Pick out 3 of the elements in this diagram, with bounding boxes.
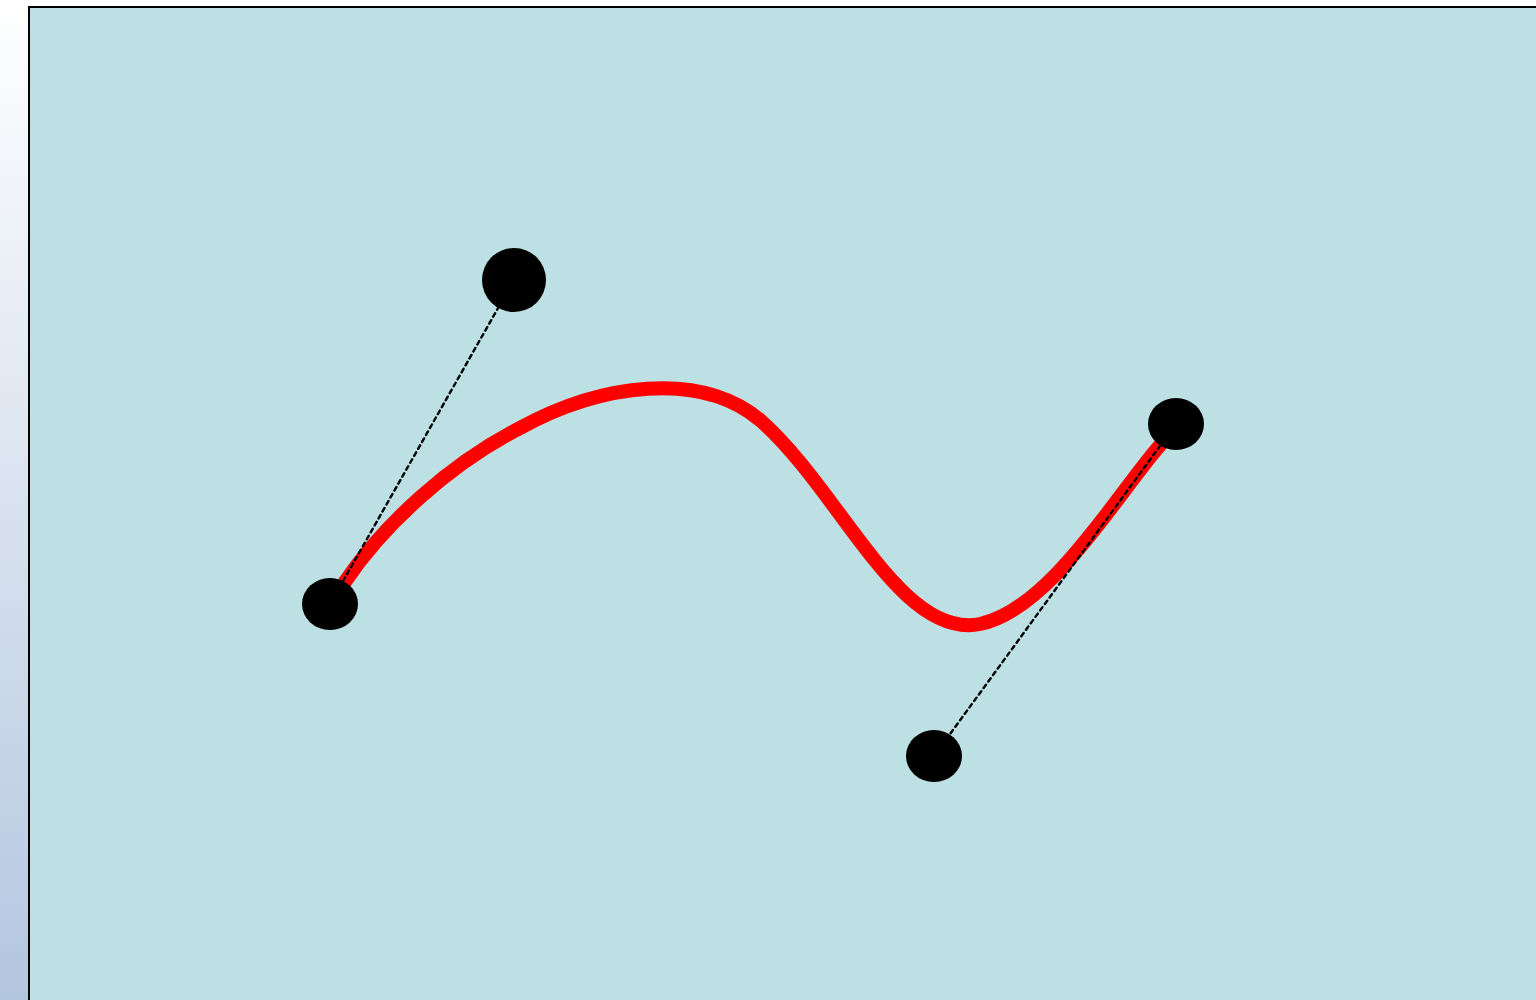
tangent-line — [341, 306, 500, 583]
tangent-line — [948, 444, 1162, 736]
bezier-curve — [337, 381, 1167, 632]
